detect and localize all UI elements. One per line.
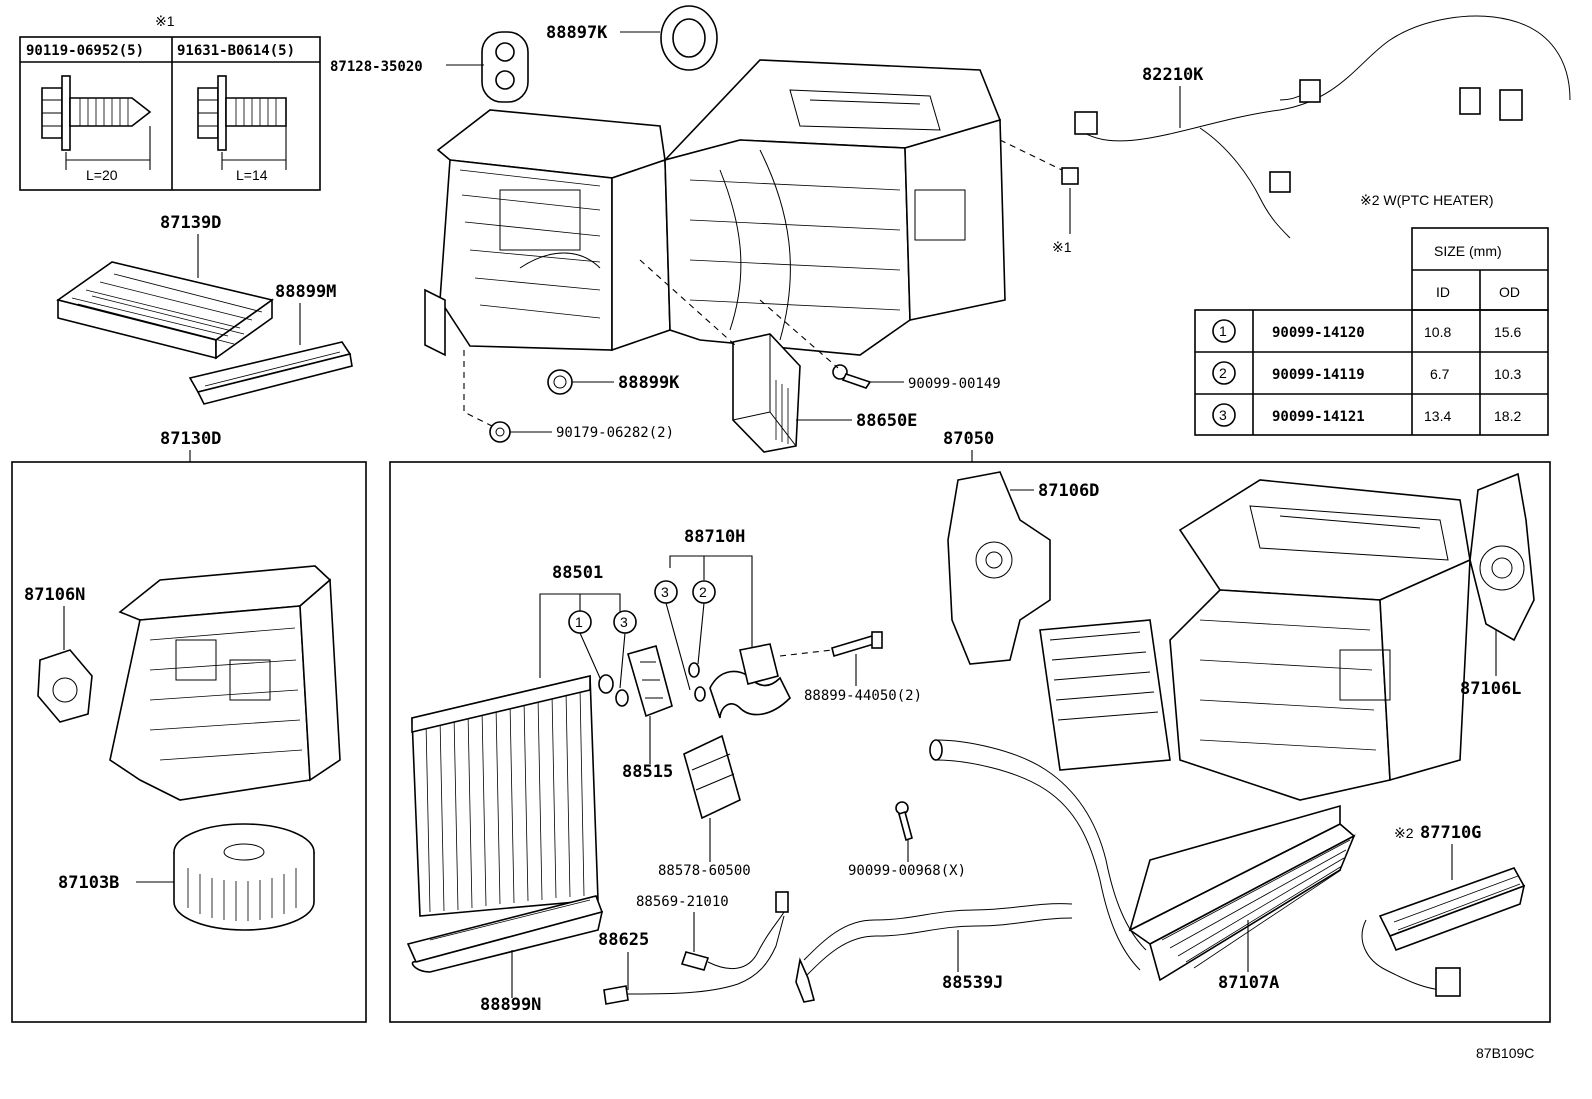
- thermistor-88569-21010: [680, 891, 789, 971]
- grommet-88899K: [547, 369, 573, 395]
- bolt-length-1: L=20: [86, 167, 118, 183]
- label-88515: 88515: [622, 762, 673, 782]
- label-88650E: 88650E: [856, 411, 917, 431]
- label-82210K: 82210K: [1142, 65, 1204, 85]
- row-number-badge: [1212, 403, 1236, 427]
- ptc-heater-87710G: [1361, 867, 1526, 997]
- row-number-badge: [1212, 319, 1236, 343]
- size-row-od: 18.2: [1494, 408, 1521, 424]
- callout-number: 3: [620, 614, 628, 630]
- bolt-table-mark: ※1: [155, 13, 175, 29]
- frame-87050: [389, 461, 1551, 1023]
- size-row-num: 3: [1219, 407, 1227, 423]
- bolt-part-2: 91631-B0614(5): [177, 43, 295, 59]
- label-88539J: 88539J: [942, 973, 1003, 993]
- expansion-valve-88515: [627, 645, 673, 718]
- size-table: SIZE (mm) ID OD 1 90099-14120 10.8 15.6 …: [1194, 227, 1549, 436]
- bolt-part-1: 90119-06952(5): [26, 43, 144, 59]
- grommet-88897K: [660, 5, 718, 71]
- seal-88899N: [406, 895, 604, 973]
- drawing-code: 87B109C: [1476, 1045, 1534, 1061]
- size-row-od: 10.3: [1494, 366, 1521, 382]
- clamp-88578-60500: [683, 734, 741, 820]
- servo-motor-87106D: [947, 471, 1051, 665]
- label-88899K: 88899K: [618, 373, 680, 393]
- size-col-id: ID: [1436, 284, 1450, 300]
- servo-motor-87106N: [37, 649, 93, 723]
- bolt-length-2: L=14: [236, 167, 268, 183]
- screw-90099-00149: [832, 364, 872, 389]
- drain-hose-88539J: [795, 903, 1073, 1003]
- size-row-num: 1: [1219, 323, 1227, 339]
- heater-seal-strip: [188, 341, 353, 405]
- blower-case: [109, 565, 341, 801]
- note2-title: ※2 W(PTC HEATER): [1360, 192, 1494, 208]
- label-88625: 88625: [598, 930, 649, 950]
- bolt-88899-44050: [831, 631, 883, 658]
- frame-87130D: [11, 461, 367, 1023]
- bolt-table: ※1 90119-06952(5) 91631-B0614(5) L=20: [19, 13, 321, 191]
- row-number-badge: [1212, 361, 1236, 385]
- cabin-filter: [56, 261, 274, 360]
- label-87130D: 87130D: [160, 429, 221, 449]
- label-90099-00968: 90099-00968(X): [848, 863, 966, 879]
- screw-90099-00968: [895, 801, 913, 842]
- callout-number: 1: [575, 614, 583, 630]
- label-90099-00149: 90099-00149: [908, 376, 1001, 392]
- label-88899N: 88899N: [480, 995, 541, 1015]
- size-row-id: 6.7: [1430, 366, 1450, 382]
- heater-core-87107A: [929, 739, 1356, 982]
- servo-motor-87106L: [1469, 472, 1535, 642]
- label-87710G: 87710G: [1420, 823, 1481, 843]
- callout-number: 2: [699, 584, 707, 600]
- size-header: SIZE (mm): [1434, 243, 1502, 259]
- size-row-num: 2: [1219, 365, 1227, 381]
- label-88897K: 88897K: [546, 23, 608, 43]
- ecu-88650E: [732, 333, 801, 453]
- label-88710H: 88710H: [684, 527, 745, 547]
- seal-87128-35020: [481, 31, 529, 103]
- note2-mark: ※2: [1394, 825, 1414, 841]
- label-87106L: 87106L: [1460, 679, 1521, 699]
- label-87050: 87050: [943, 429, 994, 449]
- label-87107A: 87107A: [1218, 973, 1279, 993]
- refrigerant-pipe-88710H: [688, 643, 791, 719]
- nut-90179-06282: [489, 421, 511, 443]
- size-row-id: 10.8: [1424, 324, 1451, 340]
- size-row-od: 15.6: [1494, 324, 1521, 340]
- size-row-part: 90099-14121: [1272, 409, 1365, 425]
- hvac-housing-87050: [1039, 479, 1471, 801]
- label-88569-21010: 88569-21010: [636, 894, 729, 910]
- label-87139D: 87139D: [160, 213, 221, 233]
- label-87106N: 87106N: [24, 585, 85, 605]
- bolt-icon: [197, 75, 287, 170]
- label-88501: 88501: [552, 563, 603, 583]
- blower-fan-87103B: [173, 823, 315, 931]
- bolt-table-frame: [19, 36, 321, 191]
- wire-harness-82210K: [1061, 15, 1571, 239]
- label-87128-35020: 87128-35020: [330, 59, 423, 75]
- size-row-id: 13.4: [1424, 408, 1451, 424]
- size-row-part: 90099-14119: [1272, 367, 1365, 383]
- label-87106D: 87106D: [1038, 481, 1099, 501]
- note1-mark: ※1: [1052, 239, 1072, 255]
- size-row-part: 90099-14120: [1272, 325, 1365, 341]
- label-88899M: 88899M: [275, 282, 336, 302]
- sensor-88625: [603, 915, 785, 1005]
- size-col-od: OD: [1499, 284, 1520, 300]
- hvac-unit-assembly: [424, 59, 1006, 357]
- callout-number: 3: [661, 584, 669, 600]
- evaporator-88501: [411, 674, 629, 917]
- label-88899-44050: 88899-44050(2): [804, 688, 922, 704]
- label-90179-06282: 90179-06282(2): [556, 425, 674, 441]
- bolt-icon: [41, 75, 152, 170]
- label-87103B: 87103B: [58, 873, 119, 893]
- label-88578-60500: 88578-60500: [658, 863, 751, 879]
